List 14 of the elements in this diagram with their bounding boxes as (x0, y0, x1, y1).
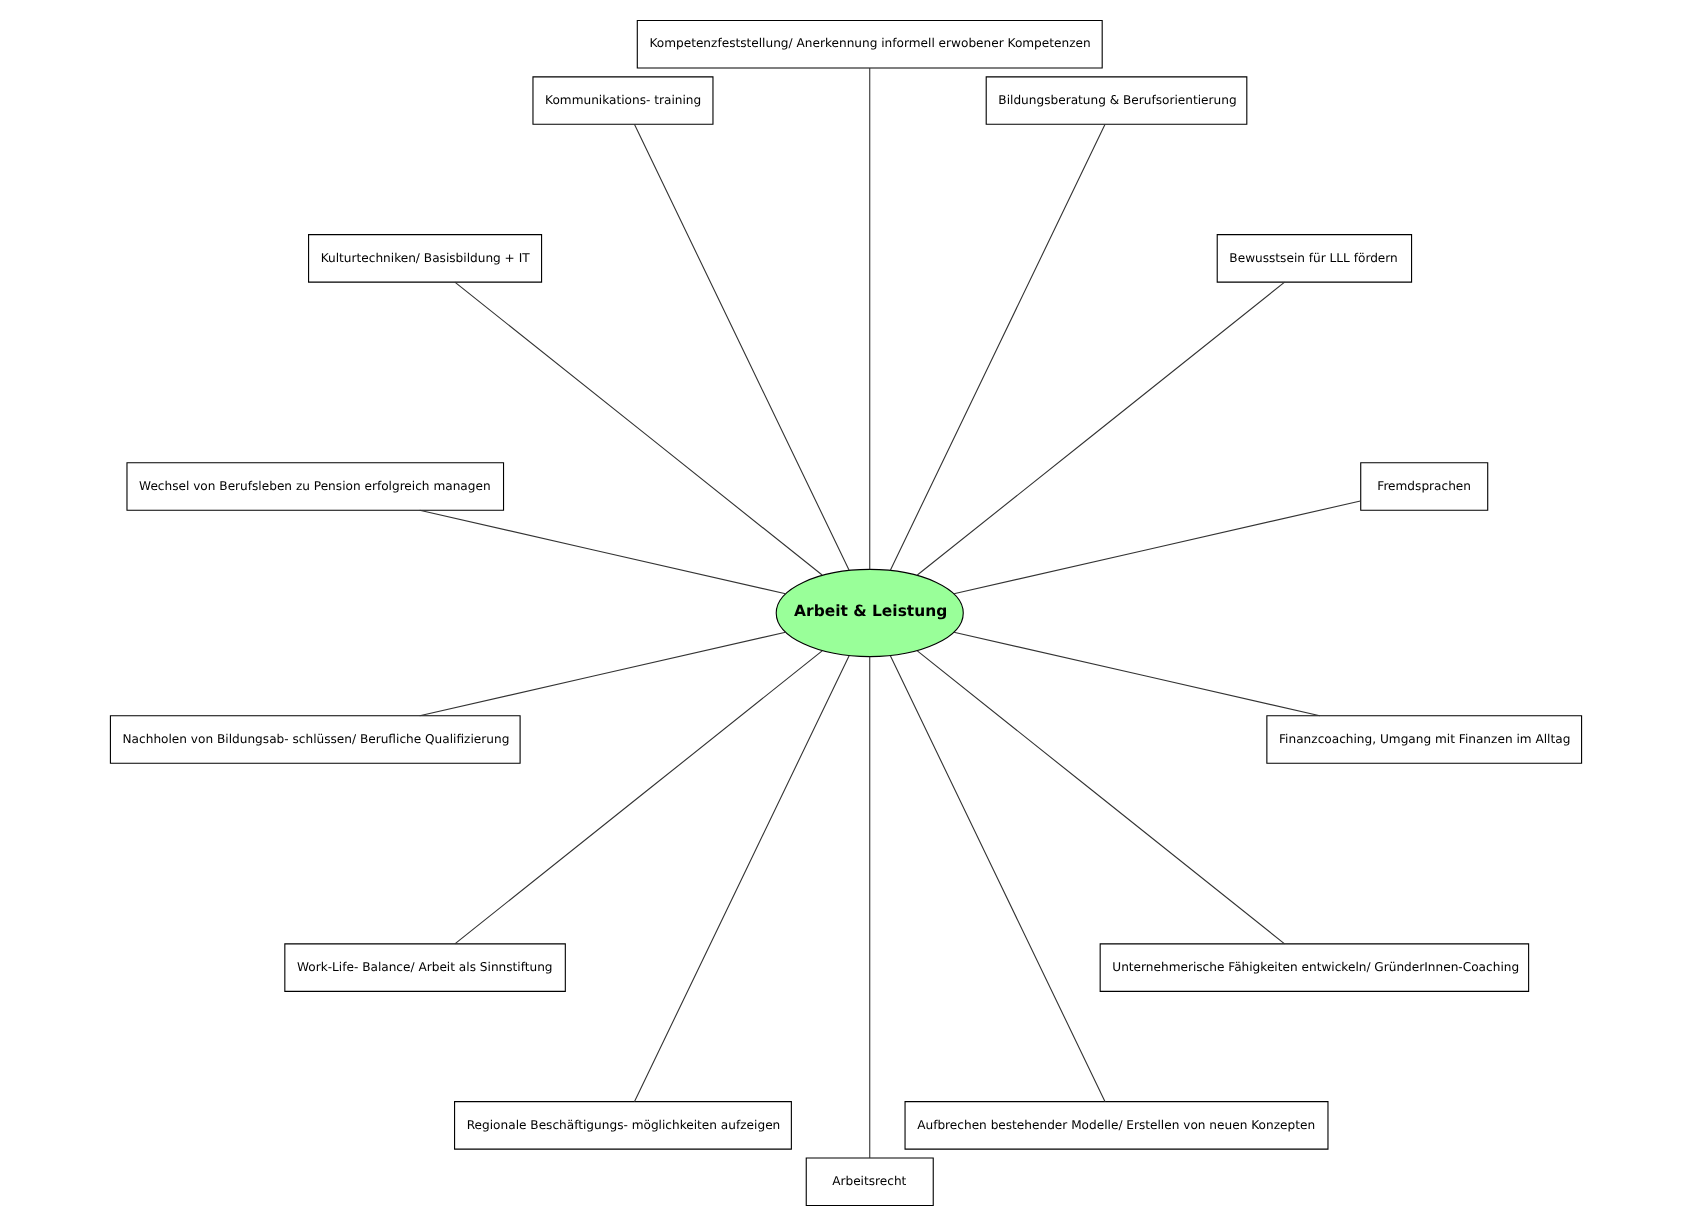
connector (633, 655, 850, 1103)
connector (916, 281, 1286, 576)
connector (419, 631, 787, 717)
connector (454, 281, 823, 576)
connector (419, 509, 787, 595)
connector (454, 650, 823, 945)
connector (953, 500, 1361, 595)
connector (633, 123, 850, 571)
connector (869, 67, 871, 570)
connector (889, 123, 1106, 571)
connector (916, 650, 1286, 945)
connector (869, 656, 871, 1159)
connector (953, 631, 1321, 717)
connector (889, 655, 1106, 1103)
